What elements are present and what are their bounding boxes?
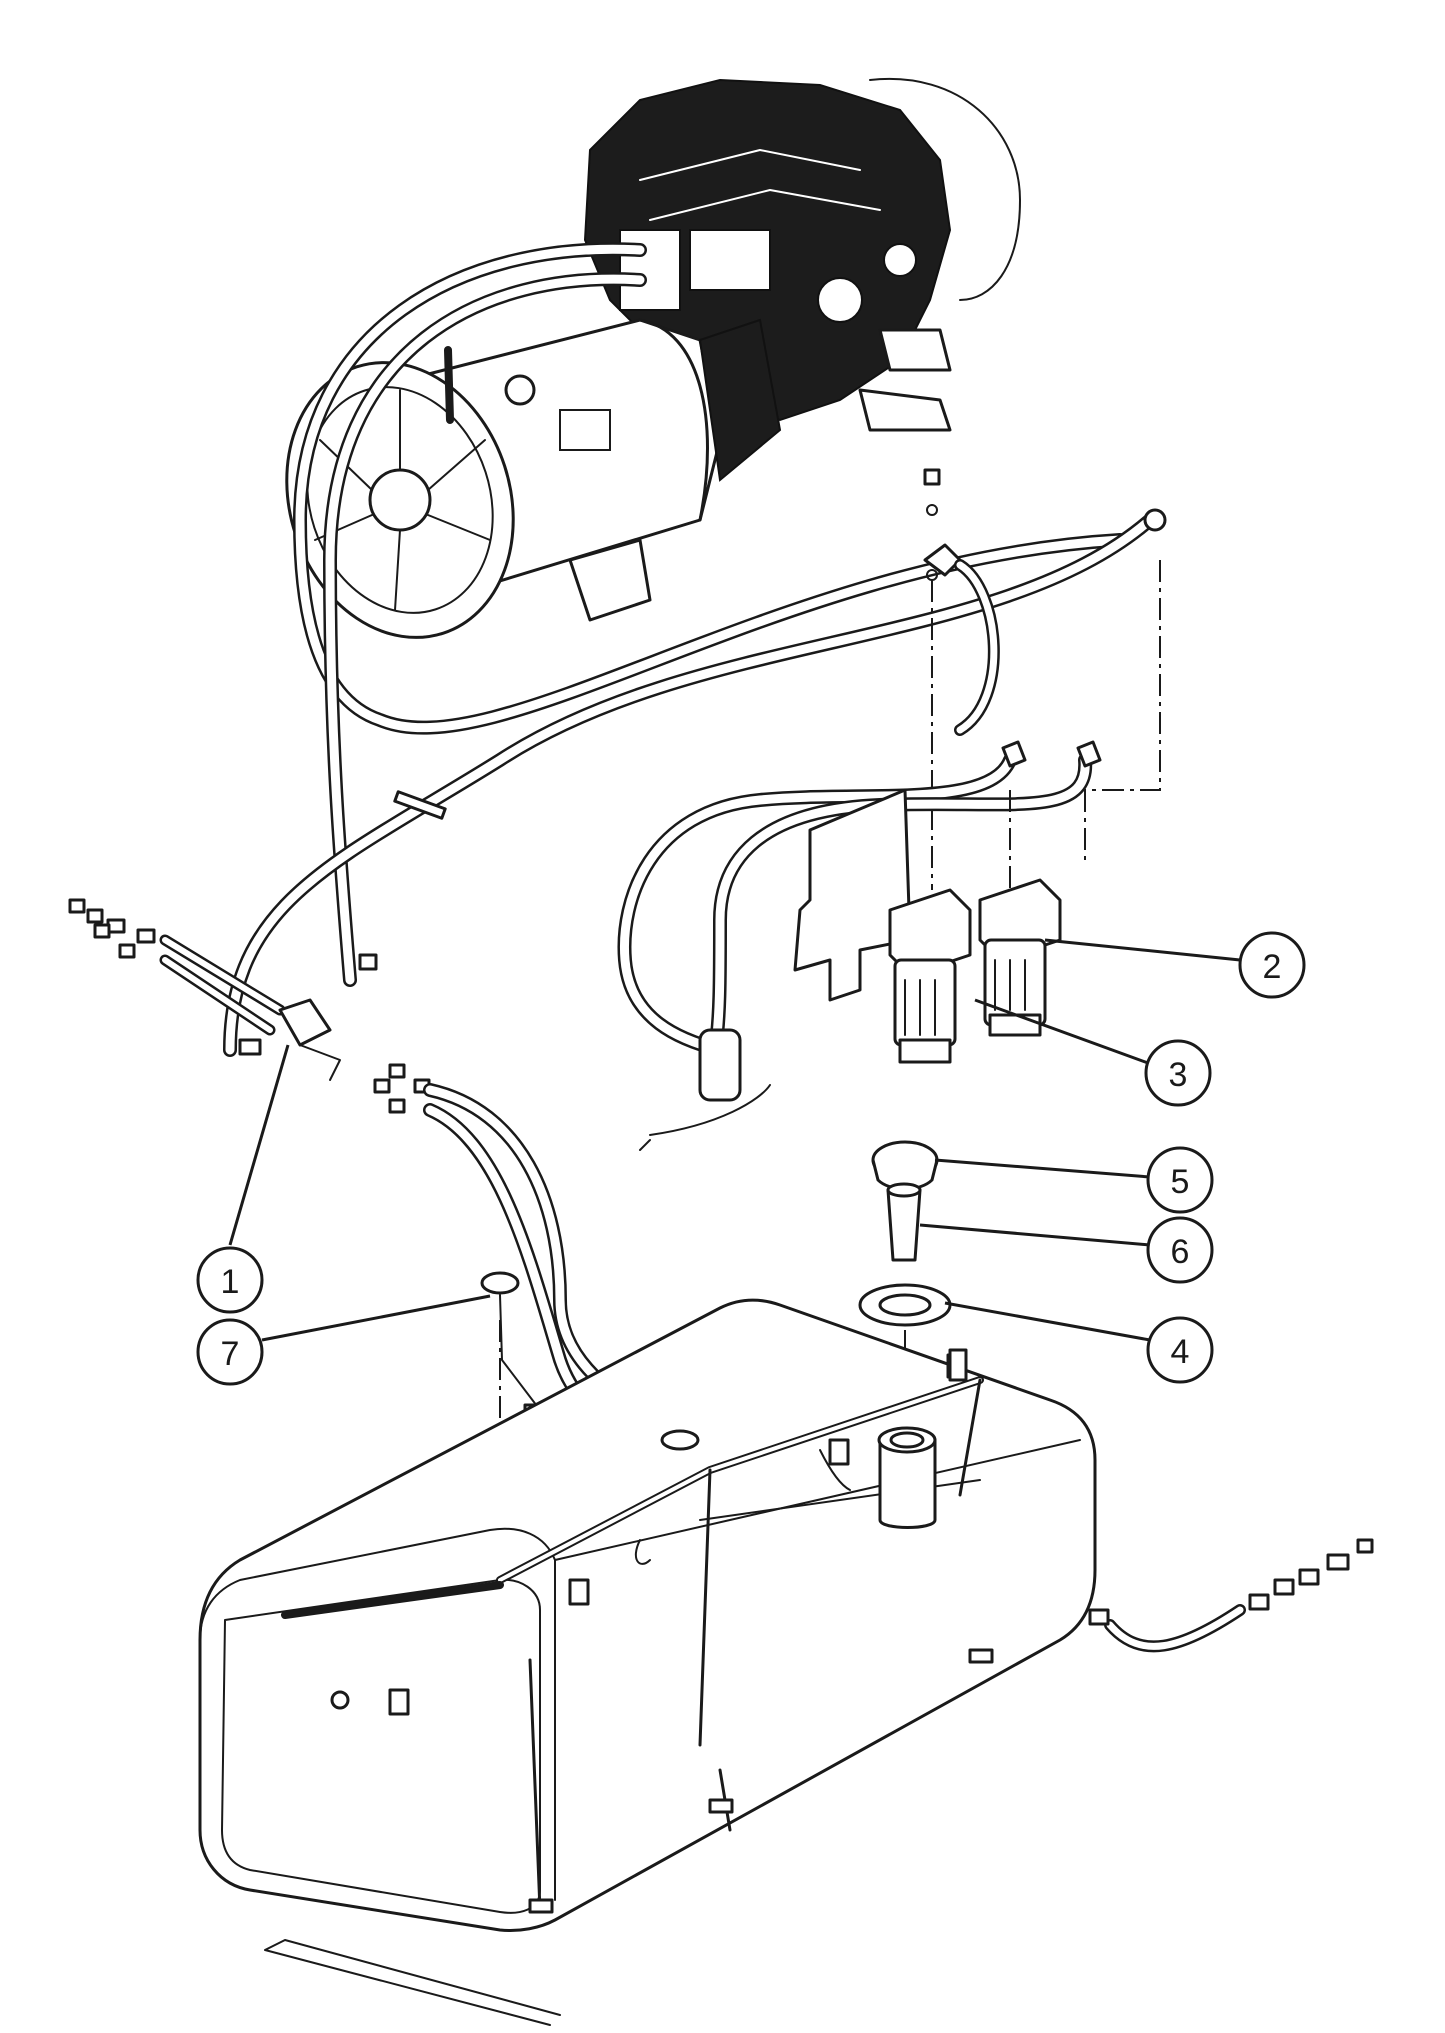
fuel-filter-primary [978, 878, 1062, 1037]
return-line-fittings [1088, 1538, 1374, 1653]
callout-3-label: 3 [1169, 1056, 1188, 1094]
callout-6: 6 [1146, 1216, 1214, 1284]
filter-mounting-bracket [793, 788, 912, 1002]
fuel-tank [198, 1298, 1097, 1932]
callout-1-label: 1 [221, 1263, 240, 1301]
callout-5-label: 5 [1171, 1163, 1190, 1201]
engine-generator-assembly [285, 77, 1021, 639]
label-plate [393, 790, 447, 820]
callout-1: 1 [196, 1246, 264, 1314]
fuel-filter-secondary [888, 888, 972, 1064]
callout-4-label: 4 [1171, 1333, 1190, 1371]
callout-6-label: 6 [1171, 1233, 1190, 1271]
filler-cap [871, 1140, 939, 1191]
callout-3: 3 [1144, 1039, 1212, 1107]
filter-hoses [617, 740, 1102, 1102]
callout-7-label: 7 [221, 1335, 240, 1373]
filler-neck [886, 1182, 922, 1262]
callout-4: 4 [1146, 1316, 1214, 1384]
callout-balloons: 1 2 3 4 5 6 7 [196, 931, 1306, 1386]
wire-strap [639, 1084, 771, 1151]
filler-gasket [858, 1283, 952, 1327]
ground-stripe [264, 1939, 561, 2026]
callout-leaders [228, 938, 1241, 1342]
callout-7: 7 [196, 1318, 264, 1386]
callout-5: 5 [1146, 1146, 1214, 1214]
engine-fuel-hoses [223, 242, 1167, 1057]
callout-2-label: 2 [1263, 948, 1282, 986]
callout-2: 2 [1238, 931, 1306, 999]
